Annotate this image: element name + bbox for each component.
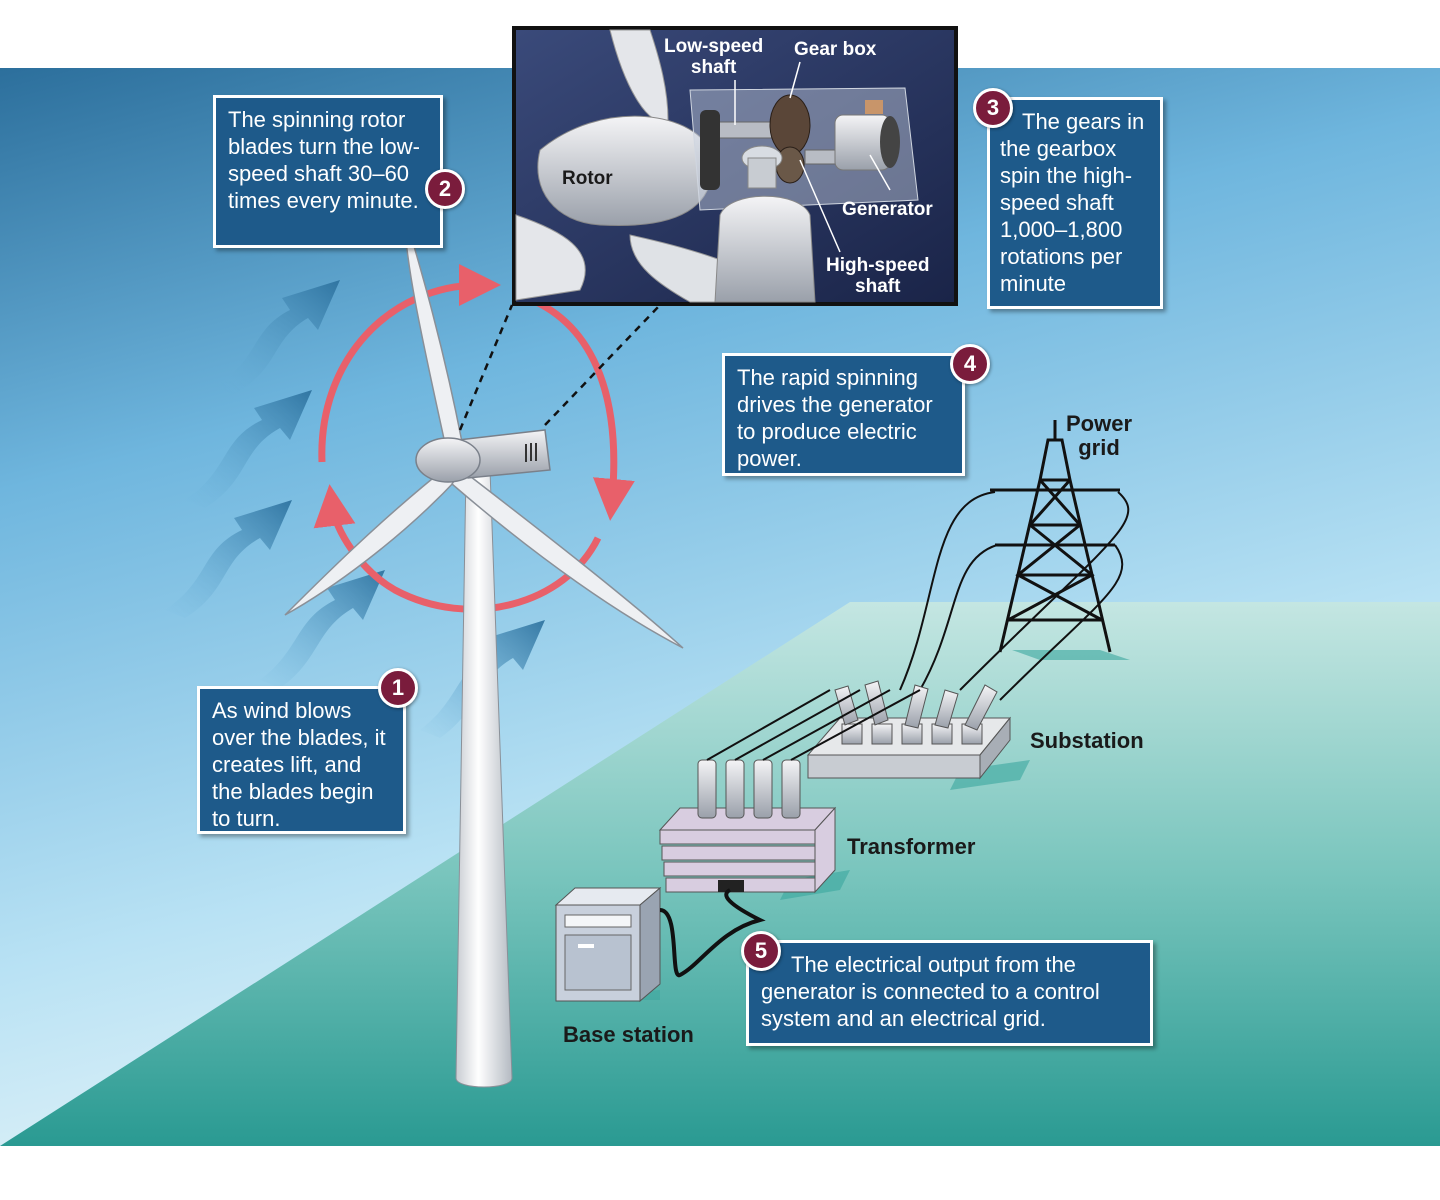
step-2-text: The spinning rotor blades turn the low-s… <box>228 107 420 213</box>
base-station-label: Base station <box>563 1022 694 1047</box>
nacelle-inset <box>512 26 958 306</box>
step-4-badge: 4 <box>950 344 990 384</box>
step-5-callout: The electrical output from the generator… <box>746 940 1153 1046</box>
step-1-callout: As wind blows over the blades, it create… <box>197 686 406 834</box>
step-1-text: As wind blows over the blades, it create… <box>212 698 386 831</box>
step-3-callout: The gears in the gearbox spin the high-s… <box>987 97 1163 309</box>
gear-box-label: Gear box <box>794 39 877 60</box>
base-station <box>554 886 766 1003</box>
substation-label: Substation <box>1030 728 1144 753</box>
power-grid-tower <box>990 420 1130 660</box>
zoom-lines <box>458 304 661 431</box>
transformer <box>658 689 921 900</box>
step-4-callout: The rapid spinning drives the generator … <box>722 353 965 476</box>
step-5-text: The electrical output from the generator… <box>761 952 1100 1031</box>
power-grid-label: Power grid <box>1066 411 1133 460</box>
step-5-badge: 5 <box>741 931 781 971</box>
step-2-badge: 2 <box>425 169 465 209</box>
generator-label: Generator <box>842 199 933 220</box>
rotor-label: Rotor <box>562 168 613 189</box>
rotation-arrows <box>313 264 635 613</box>
power-lines <box>899 491 1130 701</box>
step-3-badge: 3 <box>973 88 1013 128</box>
step-2-callout: The spinning rotor blades turn the low-s… <box>213 95 443 248</box>
substation <box>806 680 1030 790</box>
step-4-text: The rapid spinning drives the generator … <box>737 365 933 471</box>
step-3-text: The gears in the gearbox spin the high-s… <box>1000 109 1145 296</box>
rotor-blades <box>284 211 684 649</box>
step-1-badge: 1 <box>378 668 418 708</box>
nacelle <box>415 429 551 483</box>
tower <box>455 469 513 1088</box>
transformer-label: Transformer <box>847 834 976 859</box>
high-speed-shaft-label: High-speed shaft <box>826 255 930 297</box>
low-speed-shaft-label: Low-speed shaft <box>664 36 764 78</box>
